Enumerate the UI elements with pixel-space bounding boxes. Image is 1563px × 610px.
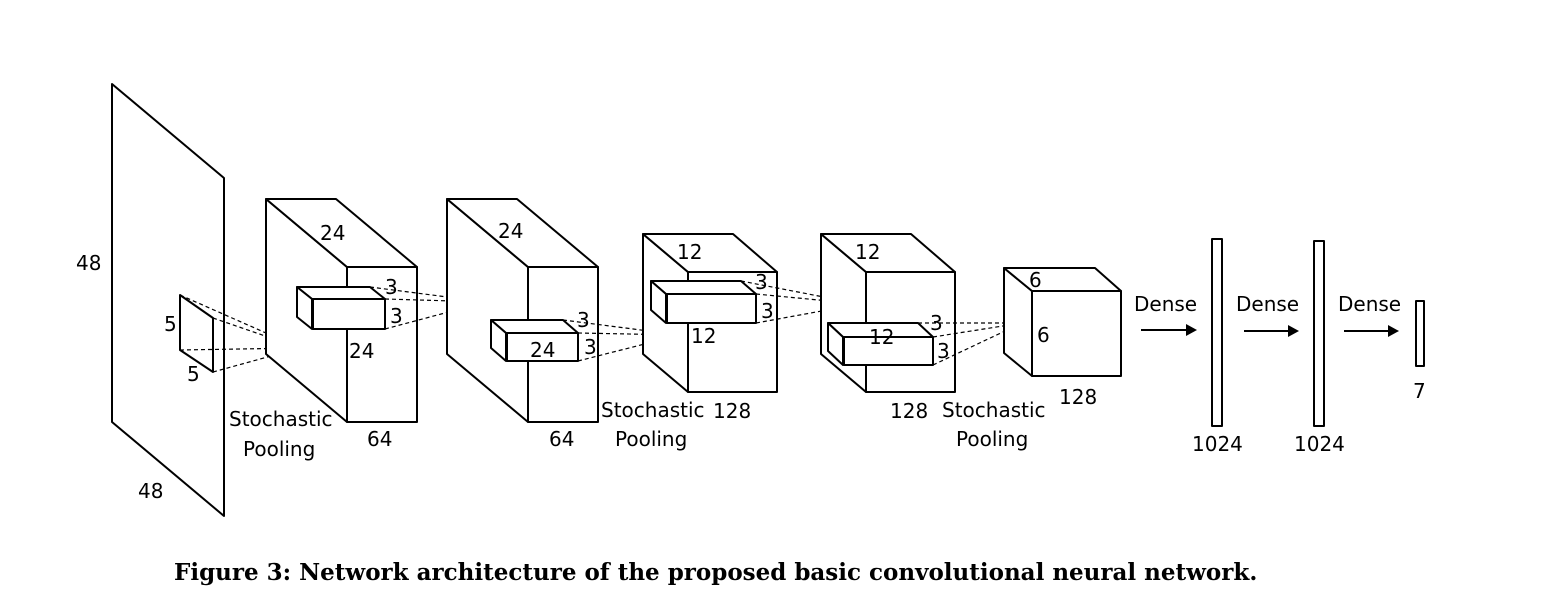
dense-arrow-2	[1244, 325, 1299, 337]
pool3-label-line1: Stochastic	[942, 398, 1046, 422]
conv3-top-label: 12	[677, 240, 702, 264]
conv4-kernel-a-label: 3	[930, 311, 943, 335]
pool2-label-line1: Stochastic	[601, 398, 705, 422]
conv3-depth-label: 128	[713, 399, 751, 423]
fc-layer-2	[1313, 240, 1325, 427]
input-height-label: 48	[76, 251, 101, 275]
dense-arrow-1	[1141, 324, 1197, 336]
conv1-depth-label: 64	[367, 427, 392, 451]
conv-kernel-3	[650, 280, 757, 324]
conv3-side-label: 12	[691, 324, 716, 348]
conv2-kernel-b-label: 3	[584, 335, 597, 359]
conv5-top-label: 6	[1029, 268, 1042, 292]
conv1-kernel-a-label: 3	[385, 275, 398, 299]
conv1-side-label: 24	[349, 339, 374, 363]
conv3-kernel-a-label: 3	[755, 270, 768, 294]
conv3-kernel-b-label: 3	[761, 299, 774, 323]
kernel1-w-label: 5	[187, 362, 200, 386]
dense-label-1: Dense	[1134, 292, 1197, 316]
conv-kernel-2	[490, 319, 579, 362]
dense-label-3: Dense	[1338, 292, 1401, 316]
fc2-size-label: 1024	[1294, 432, 1345, 456]
conv1-top-label: 24	[320, 221, 345, 245]
conv2-side-label: 24	[530, 338, 555, 362]
kernel1-h-label: 5	[164, 312, 177, 336]
fc1-size-label: 1024	[1192, 432, 1243, 456]
pool2-label-line2: Pooling	[615, 427, 687, 451]
conv1-kernel-b-label: 3	[390, 304, 403, 328]
conv4-top-label: 12	[855, 240, 880, 264]
figure-caption: Figure 3: Network architecture of the pr…	[174, 559, 1257, 586]
conv4-kernel-b-label: 3	[937, 339, 950, 363]
conv-kernel-4	[827, 322, 934, 366]
pool1-label-line1: Stochastic	[229, 407, 333, 431]
dense-arrow-3	[1344, 325, 1399, 337]
kernel-projection-1	[179, 294, 301, 373]
fc-layer-1	[1211, 238, 1223, 427]
conv4-side-label: 12	[869, 325, 894, 349]
conv5-side-label: 6	[1037, 323, 1050, 347]
conv2-kernel-a-label: 3	[577, 308, 590, 332]
conv5-depth-label: 128	[1059, 385, 1097, 409]
conv-kernel-1	[296, 286, 386, 330]
pool3-label-line2: Pooling	[956, 427, 1028, 451]
output-layer	[1415, 300, 1425, 367]
input-width-label: 48	[138, 479, 163, 503]
dense-label-2: Dense	[1236, 292, 1299, 316]
conv4-depth-label: 128	[890, 399, 928, 423]
input-plane	[111, 83, 225, 517]
conv2-depth-label: 64	[549, 427, 574, 451]
conv-block-5	[1003, 267, 1122, 377]
output-size-label: 7	[1413, 379, 1426, 403]
pool1-label-line2: Pooling	[243, 437, 315, 461]
conv2-top-label: 24	[498, 219, 523, 243]
